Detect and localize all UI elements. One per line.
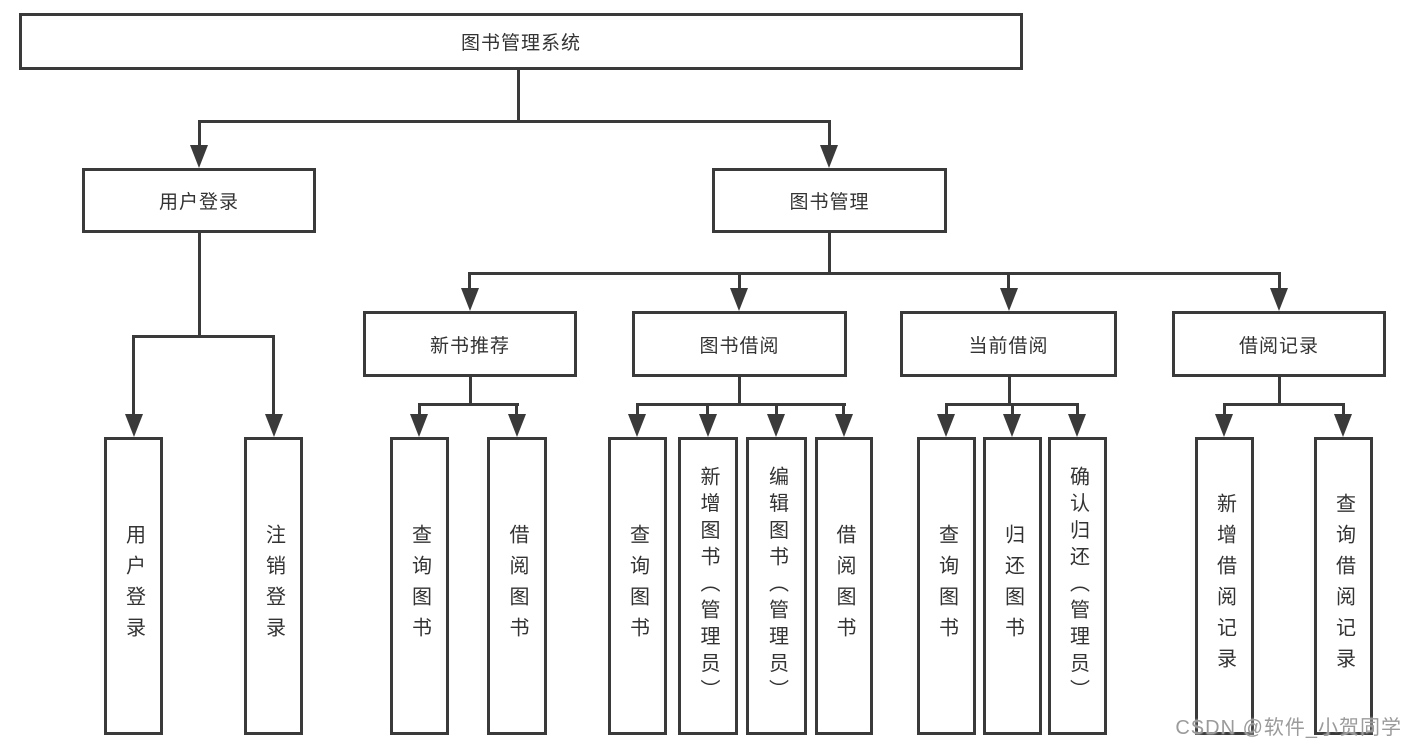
leaf-label: 查询借阅记录 (1332, 493, 1355, 679)
node-leaf-cb-query: 查询图书 (917, 437, 976, 735)
connector-current-borrow-drop-2 (1011, 403, 1014, 419)
node-book-borrow-label: 图书借阅 (699, 335, 780, 357)
node-leaf-nb-query: 查询图书 (390, 437, 449, 735)
node-leaf-user-login: 用户登录 (104, 437, 163, 735)
connector-book-mgmt-drop-2 (738, 272, 741, 292)
leaf-label: 查询图书 (408, 524, 431, 648)
leaf-label: 归还图书 (1001, 524, 1024, 648)
arrowhead-br-query (1334, 414, 1352, 437)
connector-book-borrow-drop-3 (775, 403, 778, 419)
arrowhead-book-mgmt (820, 145, 838, 168)
connector-borrow-records-drop-1 (1223, 403, 1226, 419)
node-leaf-br-query: 查询借阅记录 (1314, 437, 1373, 735)
arrowhead-bb-query (628, 414, 646, 437)
connector-borrow-records-stem (1278, 376, 1281, 405)
connector-book-mgmt-drop-4 (1278, 272, 1281, 292)
connector-book-borrow-drop-2 (706, 403, 709, 419)
node-borrow-records: 借阅记录 (1172, 311, 1386, 377)
connector-book-mgmt-drop-1 (468, 272, 471, 292)
connector-book-mgmt-bar (468, 272, 1280, 275)
leaf-label: 借阅图书 (833, 524, 855, 648)
connector-user-login-stem (198, 233, 201, 338)
arrowhead-bb-edit (767, 414, 785, 437)
connector-root-stem (517, 69, 520, 123)
arrowhead-leaf-logout (265, 414, 283, 437)
connector-root-right-drop (828, 120, 831, 153)
node-book-mgmt-label: 图书管理 (789, 192, 870, 213)
connector-book-mgmt-drop-3 (1007, 272, 1010, 292)
connector-borrow-records-bar (1223, 403, 1345, 406)
arrowhead-bb-add (699, 414, 717, 437)
arrowhead-br-add (1215, 414, 1233, 437)
connector-book-borrow-bar (636, 403, 846, 406)
arrowhead-nb-query (410, 414, 428, 437)
connector-current-borrow-stem (1008, 376, 1011, 405)
node-book-borrow: 图书借阅 (632, 311, 847, 377)
connector-new-book-stem (469, 376, 472, 405)
node-user-login-label: 用户登录 (158, 192, 239, 213)
node-root-label: 图书管理系统 (460, 33, 581, 54)
node-book-mgmt: 图书管理 (712, 168, 947, 233)
arrowhead-cb-confirm (1068, 414, 1086, 437)
node-user-login: 用户登录 (82, 168, 316, 233)
node-leaf-logout: 注销登录 (244, 437, 303, 735)
connector-book-borrow-drop-4 (842, 403, 845, 419)
connector-root-left-drop (198, 120, 201, 153)
connector-book-borrow-drop-1 (636, 403, 639, 419)
arrowhead-nb-borrow (508, 414, 526, 437)
node-leaf-bb-edit: 编辑图书（管理员） (746, 437, 807, 735)
watermark: CSDN @软件_小贺同学 (1175, 717, 1402, 739)
leaf-label: 编辑图书（管理员） (765, 466, 788, 706)
node-current-borrow-label: 当前借阅 (968, 335, 1049, 357)
node-leaf-bb-query: 查询图书 (608, 437, 667, 735)
leaf-label: 注销登录 (262, 524, 285, 648)
arrowhead-cb-return (1003, 414, 1021, 437)
connector-current-borrow-drop-3 (1076, 403, 1079, 419)
leaf-label: 查询图书 (626, 524, 649, 648)
arrowhead-bb-borrow (835, 414, 853, 437)
arrowhead-book-borrow (730, 288, 748, 311)
node-new-book-rec-label: 新书推荐 (429, 335, 510, 357)
connector-new-book-bar (418, 403, 519, 406)
connector-new-book-drop-1 (418, 403, 421, 419)
leaf-label: 新增借阅记录 (1213, 493, 1236, 679)
node-new-book-rec: 新书推荐 (363, 311, 577, 377)
arrowhead-new-book-rec (461, 288, 479, 311)
connector-new-book-drop-2 (515, 403, 518, 419)
arrowhead-leaf-user-login (125, 414, 143, 437)
arrowhead-user-login (190, 145, 208, 168)
leaf-label: 新增图书（管理员） (697, 466, 719, 706)
node-leaf-bb-borrow: 借阅图书 (815, 437, 873, 735)
arrowhead-current-borrow (1000, 288, 1018, 311)
node-current-borrow: 当前借阅 (900, 311, 1117, 377)
node-leaf-cb-confirm: 确认归还（管理员） (1048, 437, 1107, 735)
connector-borrow-records-drop-2 (1342, 403, 1345, 419)
node-leaf-cb-return: 归还图书 (983, 437, 1042, 735)
arrowhead-borrow-records (1270, 288, 1288, 311)
node-leaf-bb-add: 新增图书（管理员） (678, 437, 738, 735)
arrowhead-cb-query (937, 414, 955, 437)
connector-book-mgmt-stem (828, 233, 831, 275)
connector-user-login-bar (132, 335, 275, 338)
connector-root-bar (198, 120, 830, 123)
connector-book-borrow-stem (738, 376, 741, 405)
leaf-label: 借阅图书 (506, 524, 528, 648)
node-leaf-nb-borrow: 借阅图书 (487, 437, 547, 735)
leaf-label: 查询图书 (935, 524, 958, 648)
leaf-label: 用户登录 (122, 524, 145, 648)
connector-current-borrow-drop-1 (945, 403, 948, 419)
node-leaf-br-add: 新增借阅记录 (1195, 437, 1254, 735)
connector-user-login-drop-2 (272, 335, 275, 419)
leaf-label: 确认归还（管理员） (1066, 466, 1089, 706)
node-root: 图书管理系统 (19, 13, 1023, 70)
connector-user-login-drop-1 (132, 335, 135, 419)
node-borrow-records-label: 借阅记录 (1238, 335, 1319, 357)
